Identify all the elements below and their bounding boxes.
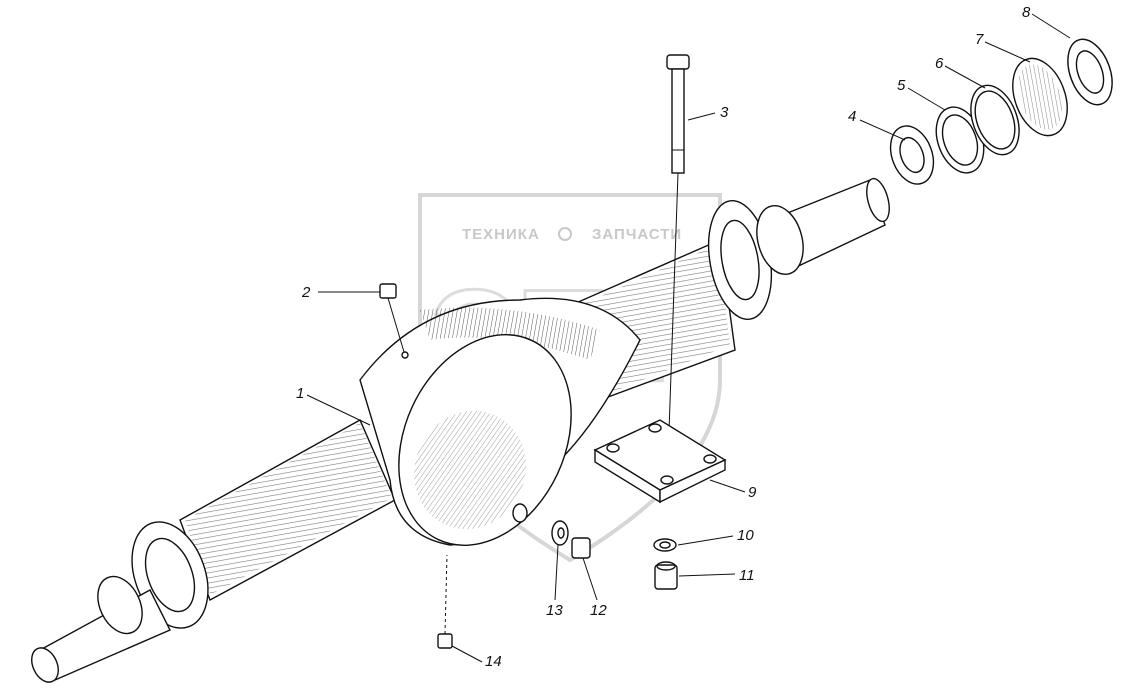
- callout-10: 10: [737, 527, 754, 544]
- part-9-pad: [593, 419, 727, 504]
- axle-housing: [31, 177, 890, 683]
- part-8-nut: [1067, 38, 1113, 106]
- callout-9: 9: [748, 484, 757, 501]
- callout-11: 11: [739, 567, 755, 584]
- callout-12: 12: [590, 602, 607, 619]
- leader-lines: [306, 13, 1071, 663]
- part-13-washer: [551, 520, 569, 546]
- callout-labels: 1 2 3 4 5 6 7 8 9 10 11 12 13 14: [296, 4, 1031, 670]
- callout-5: 5: [897, 77, 906, 94]
- bolt-3: [666, 54, 690, 461]
- part-11-nut: [654, 561, 678, 590]
- part-10-washer: [653, 538, 677, 552]
- callout-1: 1: [296, 385, 304, 402]
- callout-8: 8: [1022, 4, 1031, 21]
- part-4-lock-nut: [889, 125, 935, 185]
- callout-13: 13: [546, 602, 563, 619]
- part-14-plug: [437, 554, 453, 649]
- callout-14: 14: [485, 653, 502, 670]
- callout-2: 2: [301, 284, 311, 301]
- callout-7: 7: [975, 31, 984, 48]
- part-2-breather: [379, 283, 409, 359]
- washers-group: [889, 38, 1113, 185]
- watermark-text-left: ТЕХНИКА: [462, 226, 540, 243]
- callout-3: 3: [720, 104, 729, 121]
- callout-4: 4: [848, 108, 856, 125]
- gear-icon: [558, 227, 572, 241]
- part-12-plug: [571, 537, 591, 559]
- drain-hole: [512, 503, 528, 523]
- callout-6: 6: [935, 55, 944, 72]
- watermark-text-right: ЗАПЧАСТИ: [592, 226, 682, 243]
